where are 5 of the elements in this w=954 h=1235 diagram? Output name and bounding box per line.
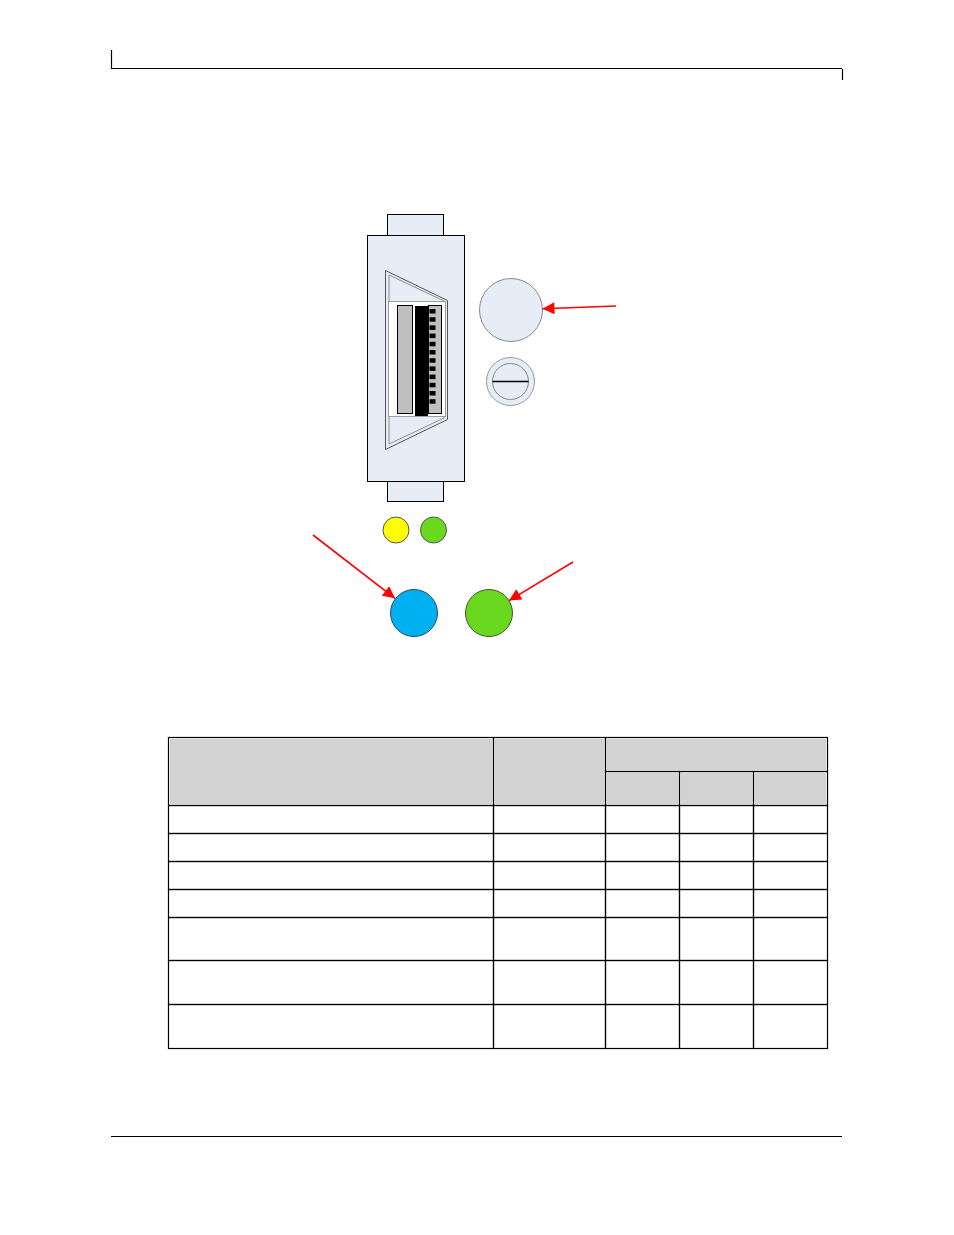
led-indicator <box>464 589 513 637</box>
leader-arrow <box>541 302 617 315</box>
leader-arrow <box>312 534 396 600</box>
led-indicator <box>390 589 438 637</box>
leader-arrow <box>508 561 574 602</box>
